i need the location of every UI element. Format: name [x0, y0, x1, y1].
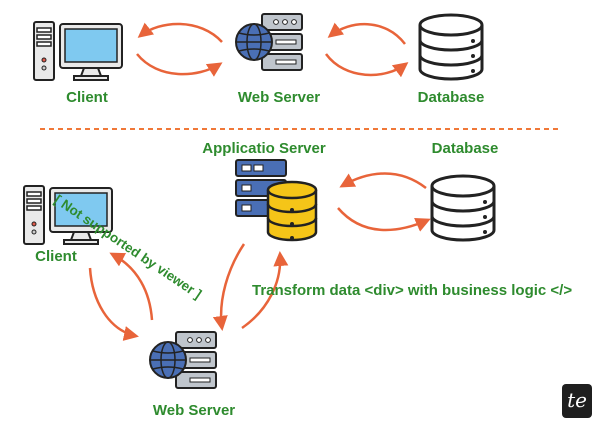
top-database-label: Database: [417, 89, 485, 106]
arrow-webserver-to-database: [324, 53, 409, 78]
arrow-client-to-webserver: [136, 53, 223, 77]
application-server-icon: [235, 159, 318, 242]
top-web-server-icon: [235, 13, 303, 71]
top-client-label: Client: [66, 89, 108, 106]
top-web-server-label: Web Server: [237, 89, 321, 106]
top-database-icon: [418, 13, 484, 81]
arrow-webserver-to-client: [137, 22, 223, 43]
arrow-database-to-appserver: [339, 172, 427, 189]
bottom-database-label: Database: [431, 140, 499, 157]
arrow-database-to-webserver: [327, 22, 406, 45]
brand-logo: te: [562, 384, 592, 418]
transform-data-label: Transform data <div> with business logic…: [252, 282, 573, 299]
top-client-computer-icon: [33, 21, 123, 81]
bottom-web-server-icon: [149, 331, 217, 389]
arrow-webserver-to-client: [109, 252, 154, 321]
bottom-database-icon: [430, 174, 496, 242]
bottom-web-server-label: Web Server: [152, 402, 236, 419]
arrow-client-to-webserver: [88, 267, 139, 341]
arrow-webserver-to-appserver: [241, 251, 289, 330]
arrow-appserver-to-webserver: [212, 243, 246, 331]
application-server-label: Applicatio Server: [202, 140, 326, 157]
arrow-appserver-to-database: [337, 207, 431, 232]
bottom-client-label: Client: [35, 248, 77, 265]
